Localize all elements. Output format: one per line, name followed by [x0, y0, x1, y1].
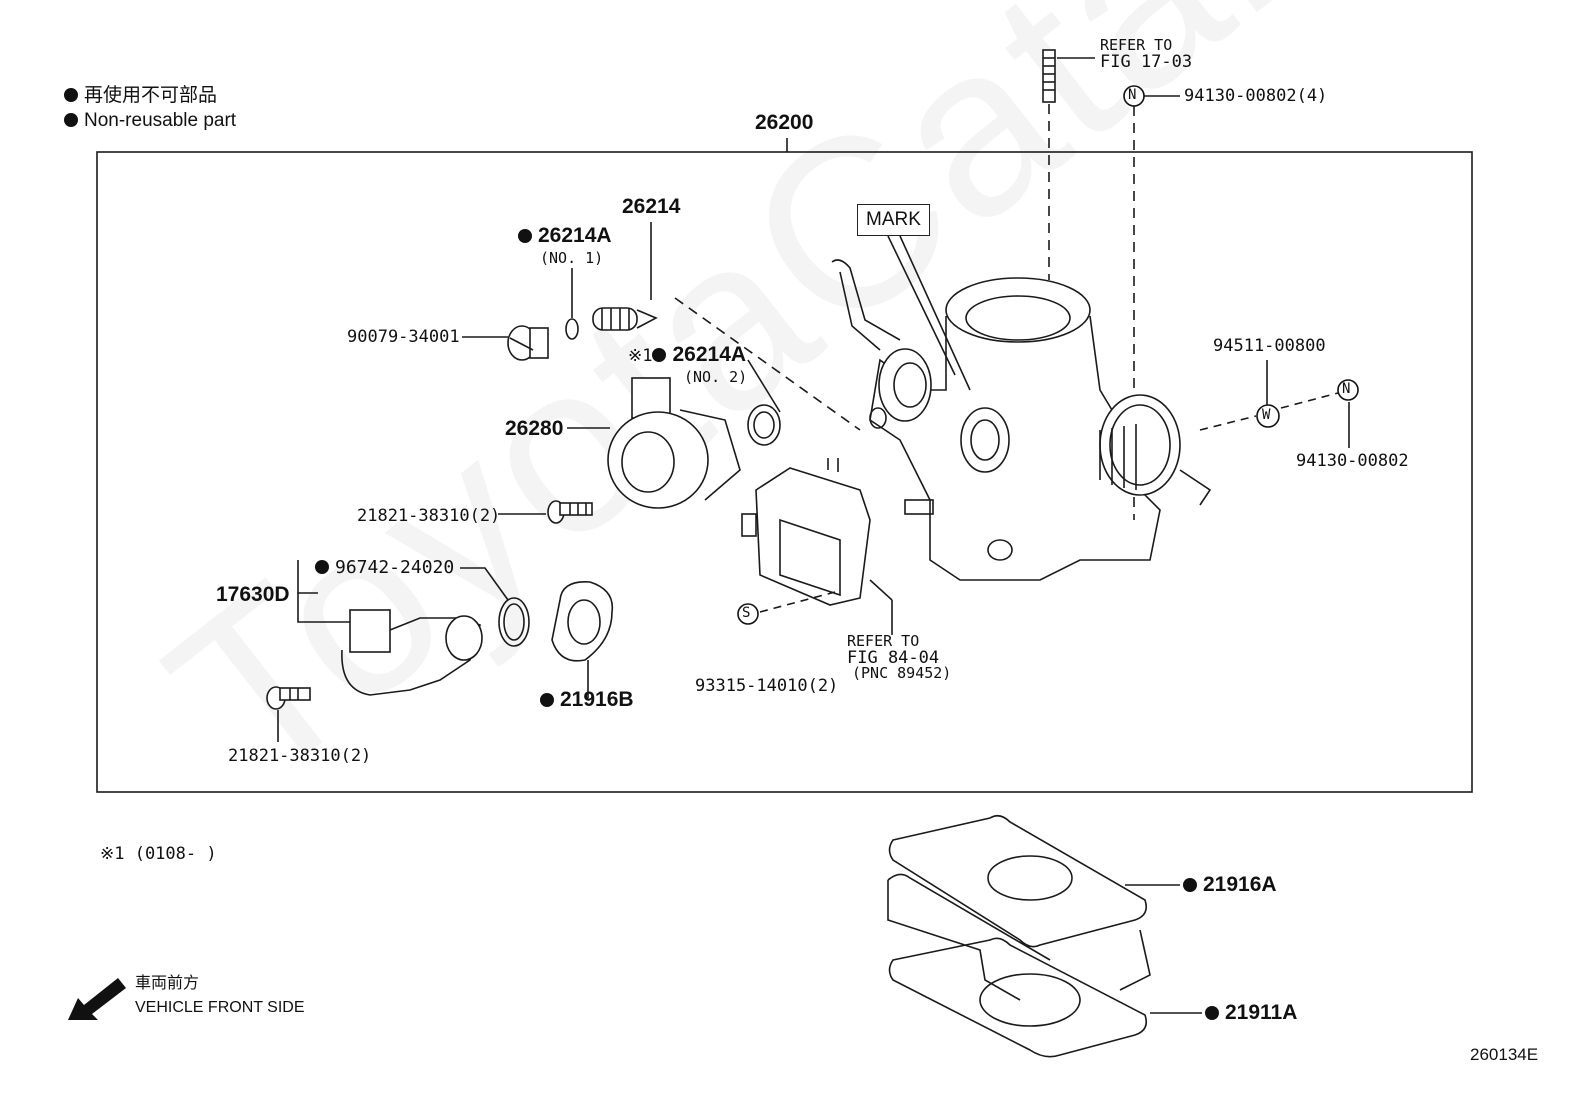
throttle-body-drawing	[831, 259, 1212, 581]
bullet-icon	[64, 88, 78, 102]
non-reusable-icon	[1205, 1006, 1219, 1020]
n-symbol-top-text: N	[1128, 87, 1137, 103]
w-symbol-text: W	[1262, 407, 1271, 423]
n-symbol-right-text: N	[1342, 381, 1351, 397]
part-94130-b[interactable]: 94130-00802	[1296, 451, 1409, 471]
non-reusable-icon	[315, 560, 329, 574]
isc-valve-drawing	[341, 609, 483, 696]
direction-jp: 車両前方	[135, 975, 200, 992]
legend-en: Non-reusable part	[64, 111, 236, 130]
sensor-26280-drawing	[607, 377, 741, 509]
part-26280[interactable]: 26280	[505, 417, 564, 440]
part-94130-a[interactable]: 94130-00802(4)	[1184, 86, 1328, 106]
o-ring-drawing	[565, 318, 579, 340]
footnote: ※1 (0108- )	[100, 844, 217, 864]
assembly-frame	[96, 151, 1473, 793]
part-26214A-no1[interactable]: 26214A	[518, 225, 612, 246]
front-arrow-drawing	[68, 978, 126, 1020]
spacer-drawing	[887, 873, 1151, 1001]
part-94511[interactable]: 94511-00800	[1213, 336, 1326, 356]
part-93315[interactable]: 93315-14010(2)	[695, 676, 839, 696]
gasket-21911A-drawing	[888, 937, 1148, 1058]
ref-fig17-line1: REFER TO	[1100, 36, 1173, 54]
non-reusable-icon	[518, 229, 532, 243]
adjust-screw-drawing	[592, 307, 658, 331]
ref-fig17-line2[interactable]: FIG 17-03	[1100, 52, 1193, 72]
s-symbol-text: S	[742, 605, 751, 621]
direction-en: VEHICLE FRONT SIDE	[135, 999, 305, 1016]
bullet-icon	[64, 113, 78, 127]
s-symbol	[737, 603, 759, 625]
part-21916B[interactable]: 21916B	[540, 689, 634, 710]
part-26214A-no2-note: (NO. 2)	[684, 368, 748, 386]
screw-drawing	[507, 325, 549, 361]
non-reusable-icon	[652, 348, 667, 362]
ref-fig84-line2[interactable]: FIG 84-04	[847, 648, 940, 668]
part-90079[interactable]: 90079-34001	[347, 327, 460, 347]
n-symbol-right	[1337, 379, 1359, 401]
part-21821-a[interactable]: 21821-38310(2)	[357, 506, 501, 526]
part-21821-b[interactable]: 21821-38310(2)	[228, 746, 372, 766]
part-26214A-no1-note: (NO. 1)	[540, 249, 604, 267]
w-symbol	[1256, 404, 1280, 428]
ref-fig84-line3: (PNC 89452)	[852, 664, 952, 682]
gasket-21916A-drawing	[888, 814, 1148, 948]
throttle-sensor-drawing	[741, 458, 871, 606]
part-21911A[interactable]: 21911A	[1205, 1002, 1297, 1023]
mark-label: MARK	[857, 204, 930, 236]
part-17630D[interactable]: 17630D	[216, 583, 290, 606]
part-96742[interactable]: 96742-24020	[315, 558, 454, 577]
part-21916A[interactable]: 21916A	[1183, 874, 1277, 895]
assembly-number[interactable]: 26200	[755, 111, 814, 134]
ref-fig84-line1: REFER TO	[847, 632, 920, 650]
non-reusable-icon	[540, 693, 554, 707]
legend-jp: 再使用不可部品	[64, 86, 217, 105]
stud-bolt-drawing	[1042, 49, 1095, 280]
part-26214[interactable]: 26214	[622, 195, 681, 218]
n-symbol-top	[1123, 85, 1145, 107]
non-reusable-icon	[1183, 878, 1197, 892]
figure-id: 260134E	[1470, 1045, 1539, 1064]
